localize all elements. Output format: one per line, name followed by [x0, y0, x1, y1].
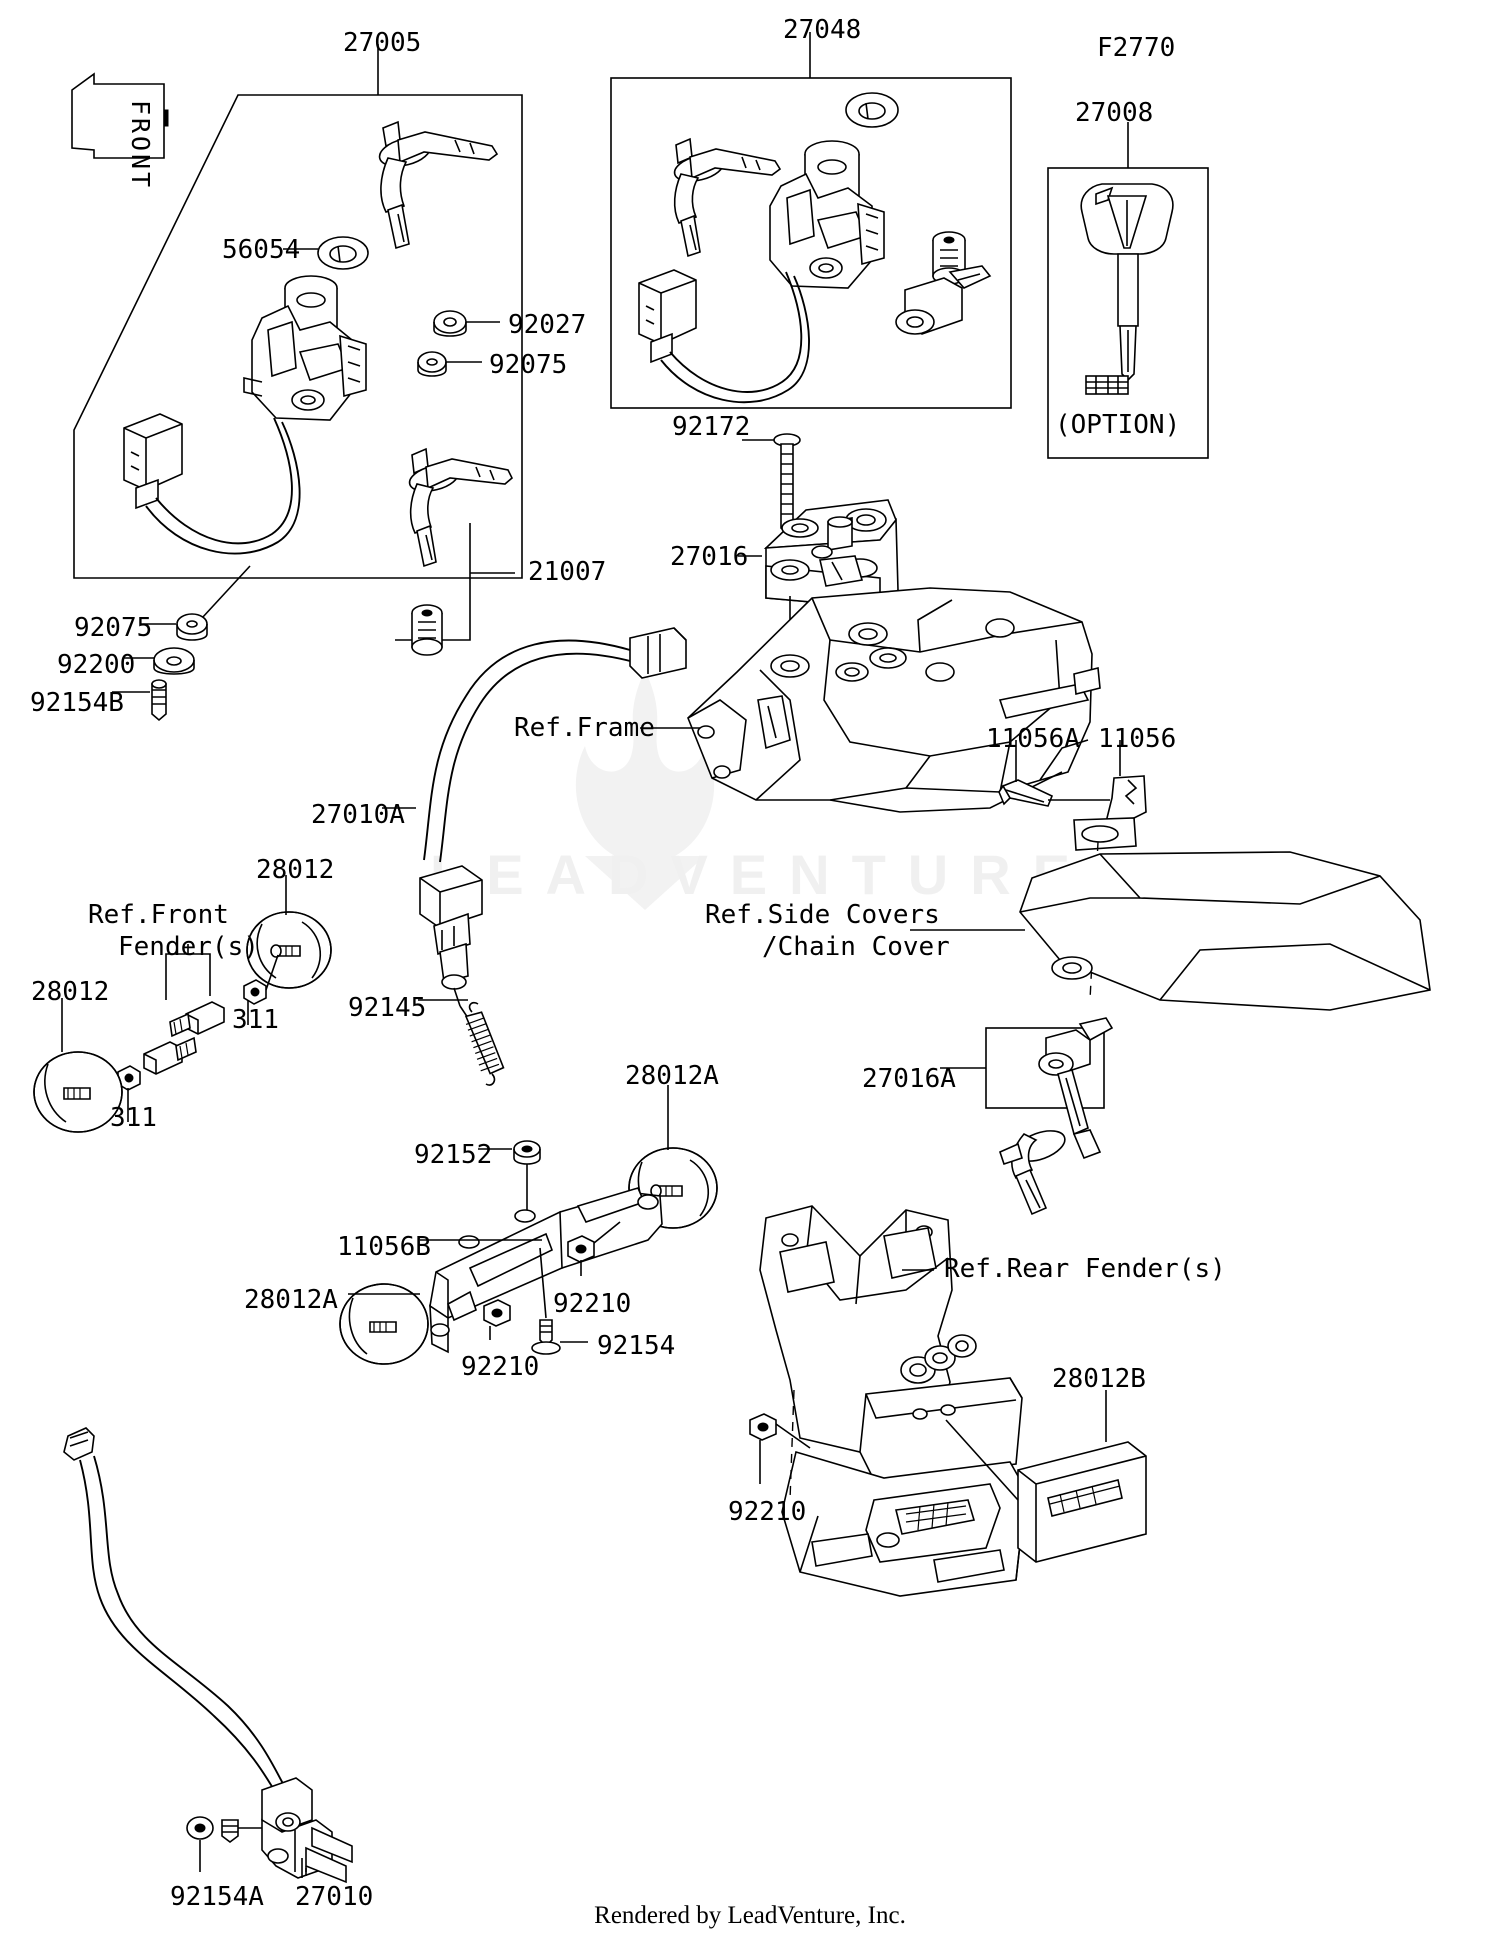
- part-92172-screw: [773, 433, 801, 536]
- callout-27010A: 27010A: [311, 800, 405, 830]
- part-27016-lock-assembly: [763, 499, 899, 609]
- callout-92075-right: 92075: [489, 350, 568, 380]
- callout-92210-upper: 92210: [553, 1289, 632, 1319]
- leader-92075-left: [201, 565, 251, 619]
- callout-92172: 92172: [672, 412, 751, 442]
- svg-text:O: O: [126, 136, 155, 151]
- part-92075-damper-left: [176, 613, 208, 641]
- part-56054-washer: [317, 236, 369, 270]
- part-28012-reflector-right: [246, 911, 332, 989]
- part-27048-washer: [845, 92, 899, 128]
- part-21007-key: [408, 447, 513, 568]
- callout-ref-frame: Ref.Frame: [514, 713, 655, 743]
- part-stud-right: [169, 1001, 225, 1038]
- callout-311-right: 311: [232, 1005, 279, 1035]
- part-11056A-bracket: [998, 779, 1054, 807]
- part-92152-collar: [513, 1140, 541, 1165]
- part-92154-bolt: [531, 1319, 561, 1355]
- callout-28012A-upper: 28012A: [625, 1061, 719, 1091]
- callout-ref-side-covers-line2: /Chain Cover: [762, 932, 950, 962]
- part-27005-key: [378, 120, 499, 250]
- part-92154A-bolt: [186, 1816, 262, 1843]
- callout-92210-fender: 92210: [728, 1497, 807, 1527]
- callout-28012-upper: 28012: [256, 855, 335, 885]
- callout-27010: 27010: [295, 1882, 374, 1912]
- callout-27016A: 27016A: [862, 1064, 956, 1094]
- part-28012-reflector-left: [33, 1051, 123, 1133]
- part-27048-ignition-switch: [769, 140, 885, 289]
- part-92027-collar: [433, 310, 467, 337]
- callout-figure-code: F2770: [1097, 33, 1176, 63]
- part-92200-washer: [153, 647, 195, 675]
- callout-27048: 27048: [783, 15, 862, 45]
- part-92210-nut-fender: [749, 1413, 777, 1441]
- ref-side-cover: [1019, 851, 1431, 1011]
- part-27048-seat-lock: [895, 265, 992, 335]
- part-27005-connector: [123, 413, 301, 555]
- front-arrow-icon: F R O N T: [71, 72, 169, 187]
- callout-11056A: 11056A: [986, 724, 1080, 754]
- callout-56054: 56054: [222, 235, 301, 265]
- part-27010A-lead: [423, 627, 687, 863]
- callout-27008: 27008: [1075, 98, 1154, 128]
- callout-311-left: 311: [110, 1103, 157, 1133]
- callout-92200: 92200: [57, 650, 136, 680]
- part-92145-spring: [459, 1001, 505, 1086]
- group-box-27005: [73, 94, 523, 579]
- callout-28012A-lower: 28012A: [244, 1285, 338, 1315]
- part-92210-nut-upper: [567, 1235, 595, 1263]
- callout-92210-lower: 92210: [461, 1352, 540, 1382]
- part-92210-nut-lower: [483, 1299, 511, 1327]
- callout-ref-front-fender-line1: Ref.Front: [88, 900, 229, 930]
- callout-11056B: 11056B: [337, 1232, 431, 1262]
- callout-28012-lower: 28012: [31, 977, 110, 1007]
- callout-21007: 21007: [528, 557, 607, 587]
- callout-27016: 27016: [670, 542, 749, 572]
- callout-27005: 27005: [343, 28, 422, 58]
- footer-credit: Rendered by LeadVenture, Inc.: [594, 1902, 906, 1929]
- svg-text:R: R: [126, 118, 155, 134]
- callout-28012B: 28012B: [1052, 1364, 1146, 1394]
- callout-11056: 11056: [1098, 724, 1177, 754]
- callout-ref-side-covers-line1: Ref.Side Covers: [705, 900, 940, 930]
- part-27010A-switch: [419, 865, 483, 1007]
- part-27005-switch-body: [243, 275, 367, 421]
- callout-92145: 92145: [348, 993, 427, 1023]
- part-27010-switch: [261, 1777, 353, 1884]
- part-311-nut-left: [117, 1065, 141, 1091]
- part-27048-connector: [638, 269, 810, 404]
- part-92154B-bolt: [151, 679, 167, 722]
- part-311-nut-right: [243, 979, 267, 1005]
- callout-ref-rear-fender: Ref.Rear Fender(s): [944, 1254, 1226, 1284]
- ref-frame-body: [687, 587, 1101, 813]
- ref-rear-fender: [759, 1205, 1027, 1597]
- callout-92152: 92152: [414, 1140, 493, 1170]
- callout-92154: 92154: [597, 1331, 676, 1361]
- part-11056-bracket: [1073, 775, 1147, 851]
- callout-option: (OPTION): [1055, 410, 1181, 440]
- callout-92154A: 92154A: [170, 1882, 264, 1912]
- part-28012A-reflector-lower: [339, 1283, 429, 1365]
- part-stud-left: [143, 1036, 197, 1075]
- callout-92075-left: 92075: [74, 613, 153, 643]
- callout-92027: 92027: [508, 310, 587, 340]
- svg-text:F: F: [126, 100, 155, 115]
- part-27010-hose: [63, 1427, 297, 1813]
- group-box-27048: [610, 77, 1012, 409]
- part-92075-damper-right: [417, 351, 447, 377]
- callout-ref-front-fender-line2: Fender(s): [118, 932, 259, 962]
- part-27008-key-blank: [1080, 183, 1174, 395]
- svg-text:N: N: [126, 154, 155, 169]
- part-21007-barrel: [411, 604, 443, 656]
- callout-92154B: 92154B: [30, 688, 124, 718]
- part-28012B-reflector: [1017, 1441, 1147, 1563]
- svg-text:T: T: [126, 172, 155, 187]
- part-27048-key: [673, 137, 782, 258]
- part-27016A-seat-lock: [999, 1017, 1114, 1216]
